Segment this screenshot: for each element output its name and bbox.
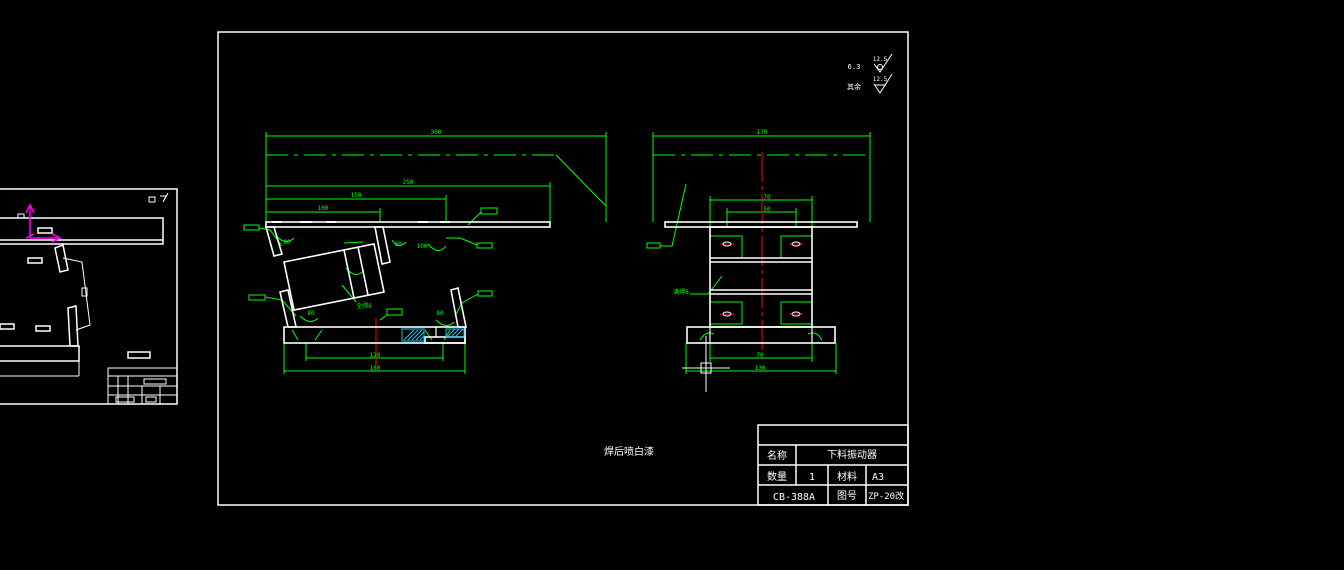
- left-tag-3: [0, 323, 15, 330]
- title-drawing-no-label: 图号: [837, 490, 857, 502]
- left-partial-viewport[interactable]: [0, 188, 178, 405]
- left-plate: [0, 217, 164, 245]
- paint-note: 焊后喷白漆: [604, 445, 654, 458]
- dim-300: 300: [431, 129, 442, 136]
- front-weld-note: 全焊6: [356, 302, 372, 310]
- front-outline: [264, 221, 551, 344]
- roughness-circle-icon: [877, 64, 883, 70]
- left-tag-4: [35, 325, 51, 332]
- crosshair-cursor-icon: [682, 336, 730, 392]
- roughness-value-bottom: 12.5: [873, 76, 888, 83]
- dim-bottom-180: 180: [370, 365, 381, 372]
- roughness-symbols: 6.3 其余 12.5 12.5: [847, 53, 893, 94]
- bolt-hole-2: [791, 241, 801, 247]
- left-tag-5: [127, 351, 151, 359]
- side-tag-1: [646, 242, 661, 249]
- left-roughness-icon: [160, 192, 169, 203]
- front-tag-3: [476, 242, 493, 249]
- title-qty-value: 1: [809, 472, 815, 483]
- dim-bottom-120: 120: [370, 352, 381, 359]
- ucs-icon: [25, 203, 62, 243]
- left-sheet-border: [0, 188, 178, 405]
- left-tag-6: [81, 287, 88, 297]
- front-tag-5: [477, 290, 493, 297]
- dim-angle-3: 100: [417, 243, 428, 250]
- dim-150: 150: [351, 192, 362, 199]
- dim-b70: 70: [756, 352, 764, 359]
- side-dimension-texts: 170 70 50 70 130 满焊6: [673, 129, 771, 372]
- title-name-value: 下料振动器: [827, 448, 877, 461]
- bolt-hole-4: [791, 311, 801, 317]
- title-code: CB-388A: [773, 492, 815, 503]
- side-weld-note: 满焊6: [673, 288, 689, 296]
- roughness-label-top: 6.3: [848, 63, 861, 71]
- front-motor-body: [283, 243, 385, 311]
- dim-170: 170: [757, 129, 768, 136]
- dim-w50: 50: [763, 206, 771, 213]
- dim-angle-2: 80: [394, 241, 402, 248]
- front-dimension-lines: [258, 132, 607, 374]
- side-view[interactable]: 170 70 50 70 130 满焊6: [646, 129, 871, 392]
- dim-100: 100: [318, 205, 329, 212]
- roughness-check-icon-top: [873, 53, 893, 73]
- front-tag-boxes: [243, 207, 498, 316]
- sheet-border: [217, 31, 909, 506]
- title-drawing-no-value: ZP-20改: [868, 490, 904, 502]
- dim-250: 250: [403, 179, 414, 186]
- bolt-hole-1: [722, 241, 732, 247]
- front-motor-divider: [343, 249, 355, 299]
- front-mid-rib: [374, 226, 391, 265]
- side-bolt-holes: [722, 241, 801, 317]
- front-tag-6: [386, 308, 403, 316]
- title-block[interactable]: 名称 下料振动器 数量 1 材料 A3 CB-388A 图号 ZP-20改: [757, 424, 909, 506]
- dim-w70: 70: [763, 194, 771, 201]
- dim-angle-5: 80: [436, 310, 444, 317]
- front-tag-1: [243, 224, 260, 231]
- roughness-value-top: 12.5: [873, 56, 888, 63]
- dim-angle-1: 80: [283, 239, 291, 246]
- front-hatch: [401, 328, 465, 342]
- front-base-step: [424, 336, 466, 344]
- roughness-label-bottom: 其余: [847, 82, 861, 91]
- front-top-plate: [265, 221, 551, 228]
- front-left-upper-rib: [264, 226, 284, 257]
- dim-angle-4: 80: [307, 310, 315, 317]
- title-material-value: A3: [872, 472, 884, 483]
- bolt-hole-3: [722, 311, 732, 317]
- dim-b130: 130: [755, 365, 766, 372]
- title-name-label: 名称: [767, 449, 787, 462]
- front-dimension-texts: 300 250 150 100 120 180 80 80 100 80 80 …: [283, 129, 444, 372]
- roughness-check-icon-bottom: [873, 73, 893, 94]
- left-rib-top: [54, 243, 69, 273]
- front-tag-2: [480, 207, 498, 215]
- side-centerline: [720, 152, 803, 352]
- front-view[interactable]: 300 250 150 100 120 180 80 80 100 80 80 …: [243, 129, 607, 374]
- front-tag-4: [248, 294, 266, 301]
- left-base: [0, 345, 80, 362]
- title-qty-label: 数量: [767, 470, 787, 483]
- left-tag-2: [37, 227, 53, 234]
- left-bracket: [62, 257, 91, 331]
- left-rib-bottom: [67, 305, 79, 347]
- title-material-label: 材料: [837, 470, 857, 483]
- front-right-rib: [450, 286, 467, 328]
- side-outline: [664, 221, 858, 344]
- left-roughness-box: [148, 196, 156, 203]
- front-base-plate: [283, 326, 466, 344]
- side-base-plate: [686, 326, 836, 344]
- left-tag-1: [27, 257, 43, 264]
- left-small-mark: [17, 213, 25, 219]
